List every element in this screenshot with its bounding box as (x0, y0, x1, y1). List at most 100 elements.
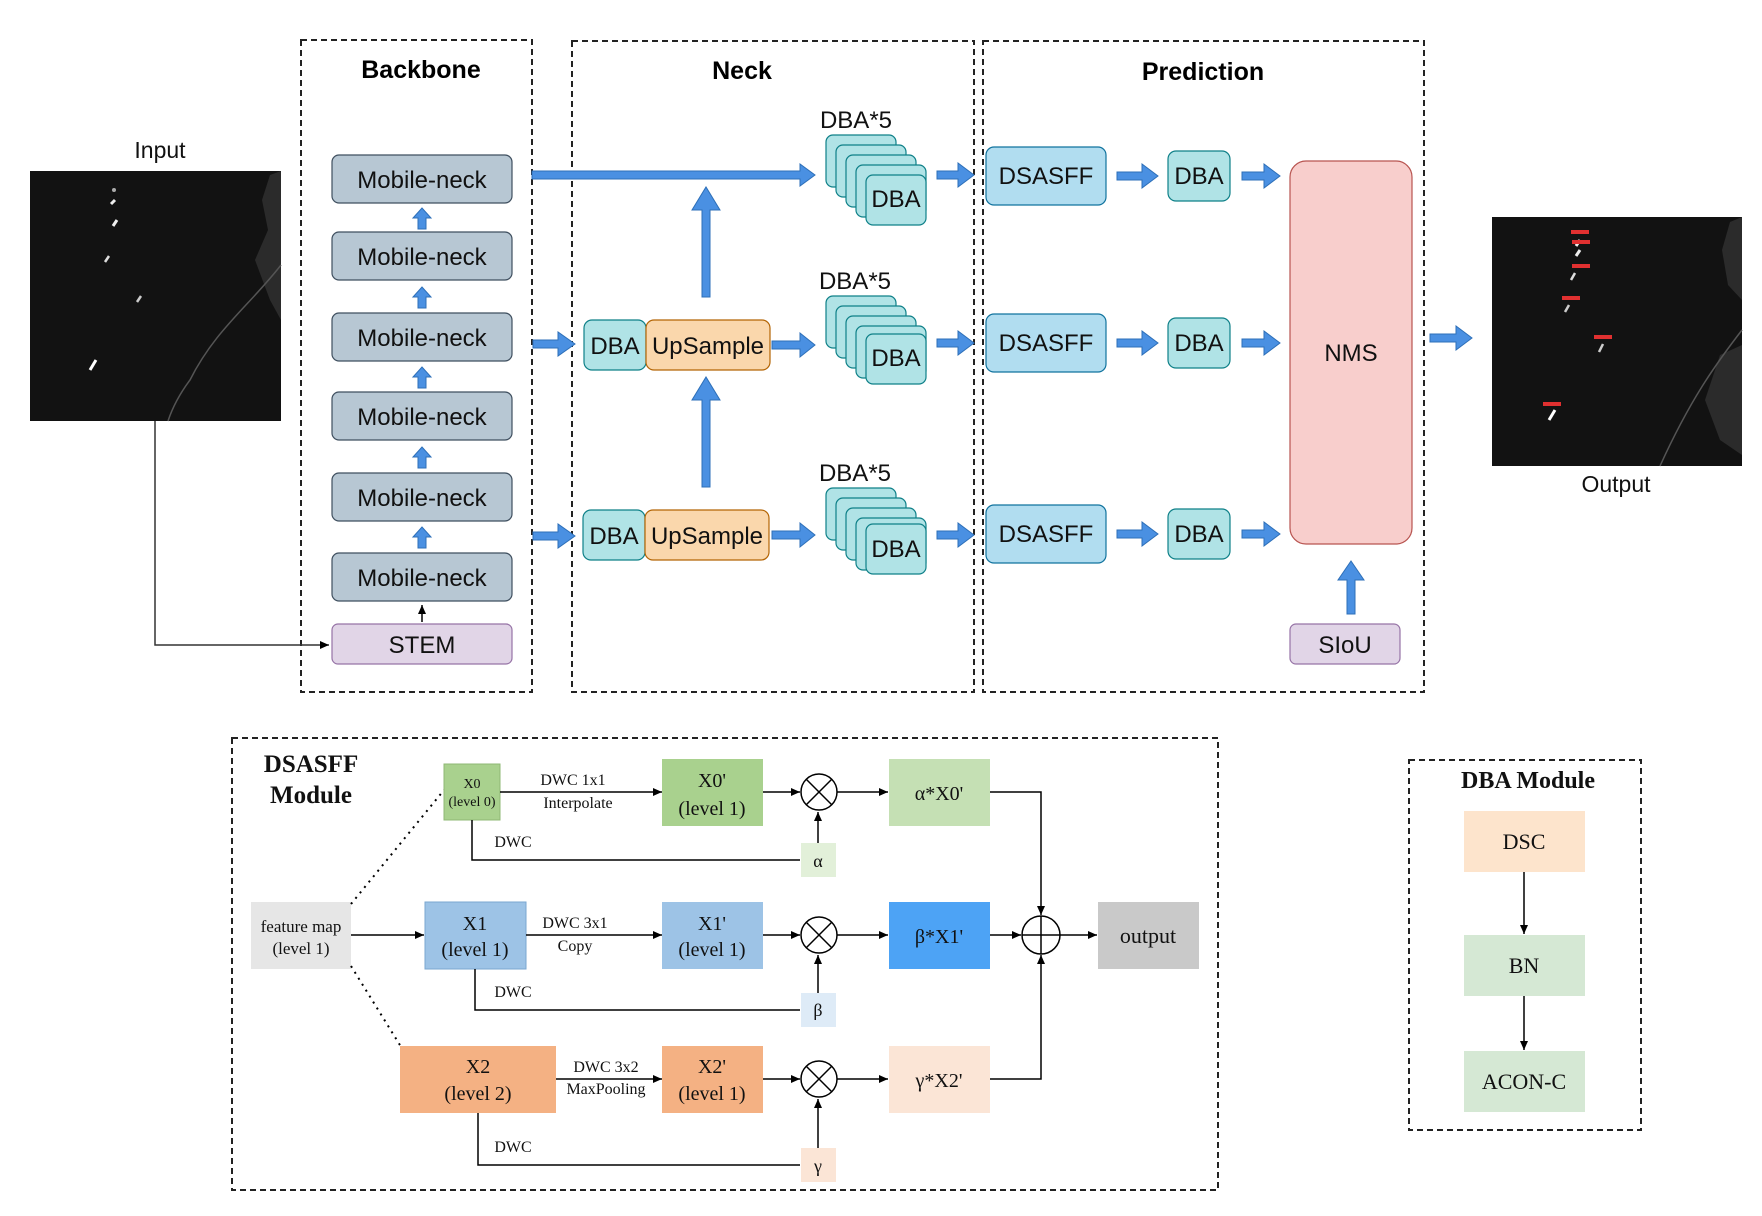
x0-edge-label: DWC 1x1 (540, 772, 605, 789)
dba-stack: DBA*5 DBA (819, 268, 927, 385)
stem-block: STEM (331, 623, 513, 665)
dba-to-nms-arrow (1241, 521, 1281, 547)
x2-dwc-line (477, 1113, 800, 1166)
svg-text:DBA: DBA (1174, 163, 1223, 190)
dba-stack: DBA*5 DBA (820, 107, 927, 226)
svg-text:(level 1): (level 1) (678, 1083, 745, 1105)
mobile-neck-block: Mobile-neck (331, 231, 513, 281)
nms-to-output-arrow (1429, 325, 1473, 351)
beta-node: β (801, 993, 836, 1027)
svg-text:DBA: DBA (1174, 521, 1223, 548)
svg-text:X0: X0 (463, 777, 480, 792)
neck-up-arrow-top (691, 186, 721, 298)
svg-text:NMS: NMS (1324, 340, 1377, 367)
bn-step: BN (1464, 935, 1585, 996)
gamma-node: γ (801, 1148, 836, 1182)
prediction-section (982, 40, 1425, 693)
svg-text:α: α (813, 851, 823, 871)
x0-dwc-line (471, 820, 800, 861)
svg-text:(level 1): (level 1) (272, 939, 329, 958)
x2p-node: X2' (level 1) (662, 1046, 763, 1113)
dsasff-module-title: Module (270, 782, 352, 809)
svg-text:(level 1): (level 1) (678, 798, 745, 820)
svg-text:(level 1): (level 1) (678, 939, 745, 961)
dsasff-block: DSASFF (985, 313, 1107, 373)
svg-text:DBA: DBA (871, 345, 920, 372)
dsasff-block: DSASFF (985, 504, 1107, 564)
mobile-neck-block: Mobile-neck (331, 154, 513, 204)
svg-text:β: β (813, 1000, 822, 1020)
acon-c-step: ACON-C (1464, 1051, 1585, 1112)
svg-text:DBA: DBA (590, 333, 639, 360)
svg-text:DBA: DBA (1174, 330, 1223, 357)
stack-to-dsasff-arrow (936, 162, 975, 188)
svg-text:DSASFF: DSASFF (999, 163, 1094, 190)
x0-node: X0 (level 0) (443, 763, 501, 821)
dwc-label: DWC (494, 834, 531, 851)
upsample-block: UpSample (645, 319, 771, 371)
dwc-label: DWC (494, 1139, 531, 1156)
svg-text:BN: BN (1509, 953, 1540, 978)
upsample-to-stack-arrow (771, 521, 816, 549)
svg-text:DSC: DSC (1503, 829, 1546, 854)
svg-text:SIoU: SIoU (1318, 632, 1371, 659)
prediction-title: Prediction (1142, 58, 1264, 86)
svg-text:DBA: DBA (871, 536, 920, 563)
siou-to-nms-arrow (1337, 560, 1365, 615)
output-node: output (1098, 902, 1199, 969)
mobile-neck-block: Mobile-neck (331, 391, 513, 441)
svg-text:UpSample: UpSample (651, 523, 763, 550)
svg-text:DBA*5: DBA*5 (819, 460, 891, 487)
x1-node: X1 (level 1) (424, 901, 527, 970)
gammaout-to-sum (990, 955, 1045, 1080)
svg-text:X2: X2 (466, 1056, 490, 1078)
dba-to-nms-arrow (1241, 330, 1281, 356)
svg-text:DBA: DBA (589, 523, 638, 550)
svg-text:(level 0): (level 0) (448, 795, 495, 810)
stack-to-dsasff-arrow (936, 522, 975, 548)
feature-to-x0-dotted (350, 789, 445, 905)
backbone-up-arrows (411, 207, 433, 549)
svg-text:X1': X1' (698, 913, 726, 935)
x2-node: X2 (level 2) (400, 1046, 556, 1113)
multiply-icon (800, 916, 838, 954)
input-image (30, 171, 282, 422)
x2-edge-label: MaxPooling (566, 1081, 645, 1098)
feature-map-node: feature map (level 1) (251, 902, 351, 969)
svg-text:γ: γ (813, 1156, 822, 1176)
svg-text:ACON-C: ACON-C (1482, 1069, 1566, 1094)
svg-text:(level 2): (level 2) (444, 1083, 511, 1105)
svg-text:Mobile-neck: Mobile-neck (357, 244, 487, 271)
dsasff-module-frame (231, 737, 1219, 1191)
svg-text:DSASFF: DSASFF (999, 330, 1094, 357)
x0-edge-label: Interpolate (543, 795, 612, 812)
prediction-dba-block: DBA (1167, 508, 1231, 560)
svg-text:DSASFF: DSASFF (999, 521, 1094, 548)
dsasff-module-title: DSASFF (264, 751, 358, 778)
beta-out-node: β*X1' (889, 902, 990, 969)
alpha-node: α (801, 843, 836, 877)
dba-to-nms-arrow (1241, 163, 1281, 189)
neck-dba-block: DBA (583, 319, 647, 371)
backbone-to-neck-arrow-mid (532, 331, 576, 357)
svg-text:X1: X1 (463, 913, 487, 935)
svg-text:DBA: DBA (871, 186, 920, 213)
output-image (1492, 217, 1743, 467)
mobile-neck-block: Mobile-neck (331, 552, 513, 602)
dwc-label: DWC (494, 984, 531, 1001)
input-to-stem-line (154, 421, 329, 649)
x1-edge-label: Copy (558, 938, 593, 955)
dba-stack: DBA*5 DBA (819, 460, 927, 575)
x1-dwc-line (474, 969, 800, 1011)
svg-text:DBA*5: DBA*5 (820, 107, 892, 134)
x1-edge-label: DWC 3x1 (542, 915, 607, 932)
svg-text:DBA*5: DBA*5 (819, 268, 891, 295)
x2-edge-label: DWC 3x2 (573, 1059, 638, 1076)
svg-text:(level 1): (level 1) (441, 939, 508, 961)
x0p-node: X0' (level 1) (662, 759, 763, 826)
svg-text:β*X1': β*X1' (915, 926, 963, 948)
dsc-step: DSC (1464, 811, 1585, 872)
svg-text:Mobile-neck: Mobile-neck (357, 167, 487, 194)
dba-module-title: DBA Module (1461, 768, 1595, 794)
